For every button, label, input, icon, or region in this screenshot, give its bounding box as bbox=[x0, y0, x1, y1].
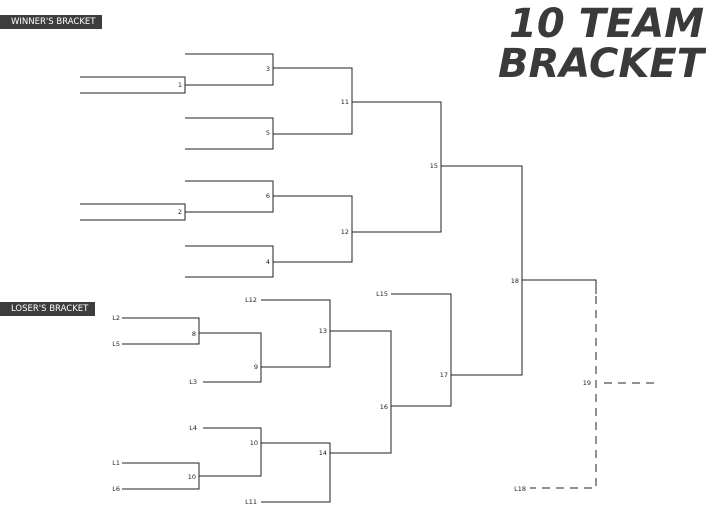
seed-L3: L3 bbox=[189, 378, 197, 386]
game-number-12: 12 bbox=[341, 228, 349, 236]
match-line-8 bbox=[122, 317, 200, 345]
match-line-18 bbox=[441, 165, 523, 376]
bracket-lines bbox=[80, 53, 658, 503]
seed-L2: L2 bbox=[112, 314, 120, 322]
page-title-line-2: BRACKET bbox=[498, 41, 704, 87]
match-line-10a bbox=[199, 427, 262, 477]
winners-bracket-label: WINNER'S BRACKET bbox=[0, 15, 103, 29]
match-line-16 bbox=[330, 330, 392, 454]
game-number-15: 15 bbox=[430, 162, 438, 170]
seed-L1: L1 bbox=[112, 459, 120, 467]
game-number-14: 14 bbox=[319, 449, 327, 457]
game-number-10-lower: 10 bbox=[188, 473, 196, 481]
match-line-14 bbox=[261, 442, 331, 503]
game-number-6: 6 bbox=[266, 192, 270, 200]
seed-L15: L15 bbox=[376, 290, 388, 298]
game-number-18: 18 bbox=[511, 277, 519, 285]
match-line-3 bbox=[185, 53, 274, 86]
game-number-11: 11 bbox=[341, 98, 349, 106]
match-line-6 bbox=[185, 180, 274, 213]
seed-L11: L11 bbox=[245, 498, 257, 506]
page-title-line-1: 10 TEAM bbox=[509, 1, 704, 47]
game-number-17: 17 bbox=[440, 371, 448, 379]
game-number-2: 2 bbox=[178, 208, 182, 216]
game-number-5: 5 bbox=[266, 129, 270, 137]
match-line-1 bbox=[80, 76, 186, 94]
game-number-8: 8 bbox=[192, 330, 196, 338]
seed-L4: L4 bbox=[189, 424, 197, 432]
game-number-13: 13 bbox=[319, 327, 327, 335]
game-number-10-upper: 10 bbox=[250, 439, 258, 447]
match-line-4 bbox=[185, 245, 274, 278]
match-line-2 bbox=[80, 203, 186, 221]
seed-L18: L18 bbox=[514, 485, 526, 493]
game-number-1: 1 bbox=[178, 81, 182, 89]
match-line-17 bbox=[391, 293, 452, 407]
seed-L5: L5 bbox=[112, 340, 120, 348]
seed-L12: L12 bbox=[245, 296, 257, 304]
match-line-12 bbox=[273, 195, 353, 263]
game-number-4: 4 bbox=[266, 258, 270, 266]
match-line-15 bbox=[352, 101, 442, 233]
game-number-16: 16 bbox=[380, 403, 388, 411]
match-line-19-lower bbox=[530, 296, 597, 489]
match-line-13 bbox=[261, 299, 331, 368]
match-line-5 bbox=[185, 117, 274, 150]
match-line-19-upper bbox=[522, 279, 597, 294]
game-number-3: 3 bbox=[266, 65, 270, 73]
losers-bracket-label: LOSER'S BRACKET bbox=[0, 302, 96, 316]
game-number-19: 19 bbox=[583, 379, 591, 387]
seed-L6: L6 bbox=[112, 485, 120, 493]
game-number-9: 9 bbox=[254, 363, 258, 371]
match-line-9 bbox=[199, 332, 262, 383]
match-line-11 bbox=[273, 67, 353, 135]
